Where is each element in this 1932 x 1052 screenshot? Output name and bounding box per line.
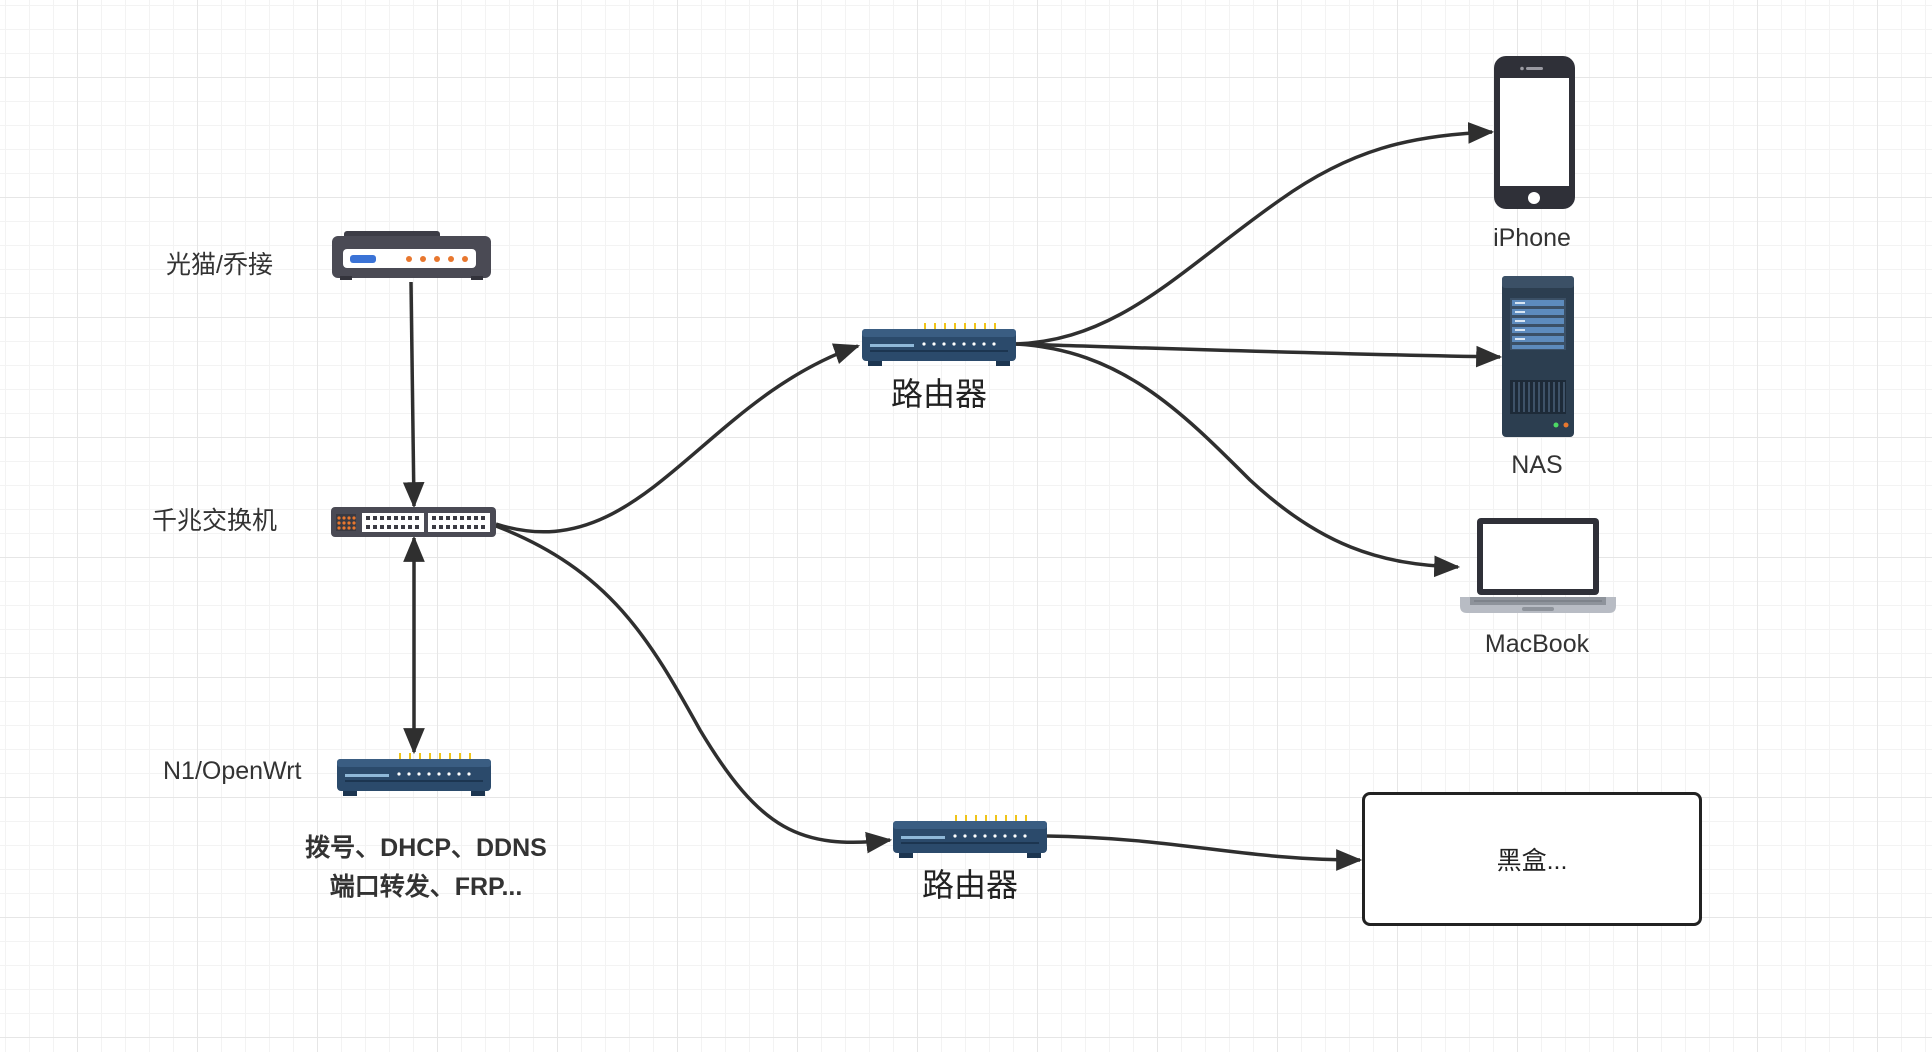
router-icon bbox=[893, 815, 1047, 858]
iphone-label: iPhone bbox=[1493, 224, 1571, 252]
edge-modem-switch bbox=[402, 281, 425, 509]
blackbox-node: 黑盒... bbox=[1362, 792, 1702, 926]
edge-router-blackbox bbox=[1045, 834, 1363, 871]
edge-router-nas bbox=[1015, 342, 1503, 368]
n1-label: N1/OpenWrt bbox=[163, 757, 302, 785]
macbook-icon bbox=[1460, 518, 1616, 613]
router-bottom-label: 路由器 bbox=[921, 867, 1019, 903]
switch-label: 千兆交换机 bbox=[152, 507, 278, 535]
modem-icon bbox=[332, 231, 491, 280]
edge-switch-router-bottom bbox=[495, 524, 893, 854]
macbook-label: MacBook bbox=[1484, 630, 1590, 658]
router-icon bbox=[862, 323, 1016, 366]
router-top-label: 路由器 bbox=[890, 376, 988, 412]
switch-icon bbox=[331, 507, 496, 537]
iphone-icon bbox=[1494, 56, 1575, 209]
edge-router-iphone bbox=[1015, 122, 1495, 346]
router-icon bbox=[337, 753, 491, 796]
edge-router-macbook bbox=[1015, 342, 1461, 578]
nas-server-icon bbox=[1502, 276, 1574, 437]
modem-label: 光猫/乔接 bbox=[166, 251, 273, 279]
n1-note-line2: 端口转发、FRP... bbox=[329, 873, 523, 901]
blackbox-label: 黑盒... bbox=[1496, 847, 1568, 875]
edge-switch-router-top bbox=[495, 343, 861, 534]
n1-note-line1: 拨号、DHCP、DDNS bbox=[305, 834, 547, 862]
nas-label: NAS bbox=[1511, 451, 1563, 479]
